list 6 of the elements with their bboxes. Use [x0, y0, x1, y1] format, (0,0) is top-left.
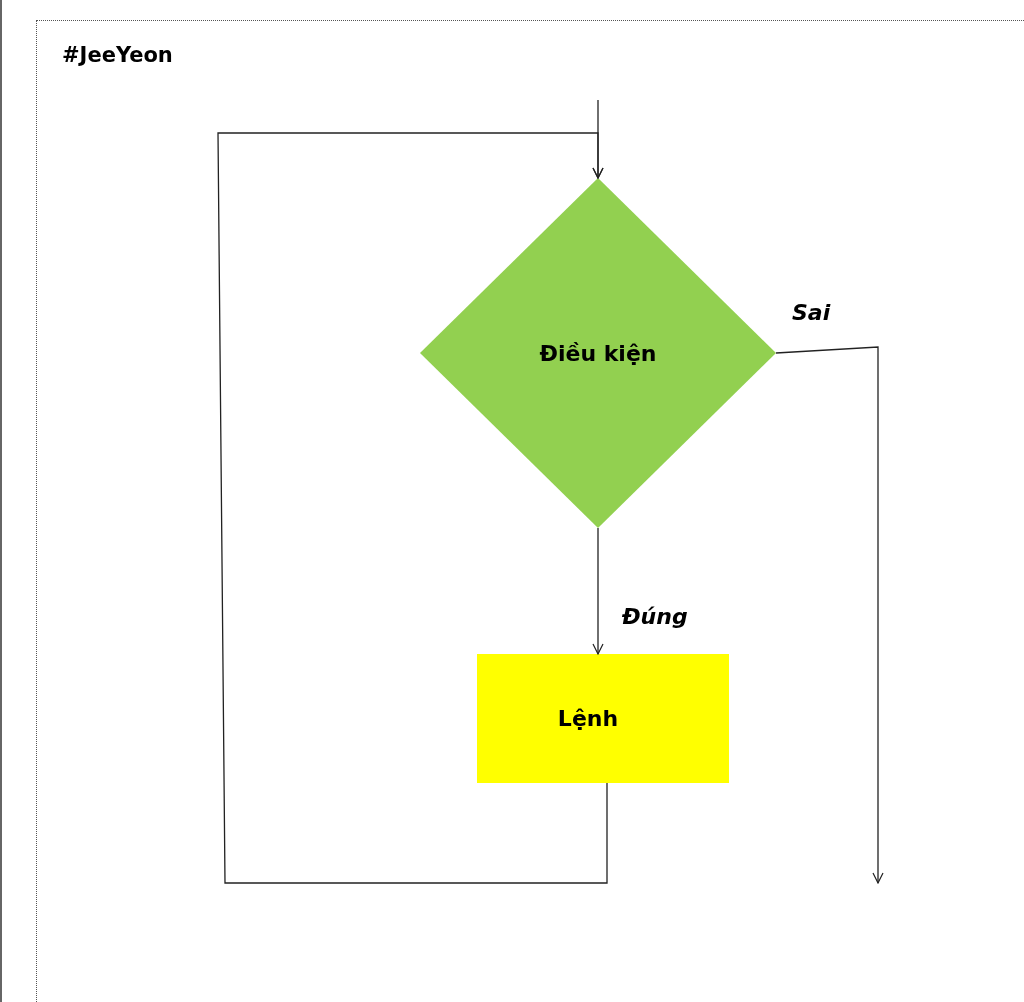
node-label: Lệnh: [557, 705, 619, 733]
arrow: [217, 132, 608, 884]
node-label: Điều kiện: [539, 339, 657, 368]
arrow: [592, 527, 604, 655]
arrow: [775, 346, 884, 884]
note-text: #JeeYeon: [62, 42, 173, 69]
